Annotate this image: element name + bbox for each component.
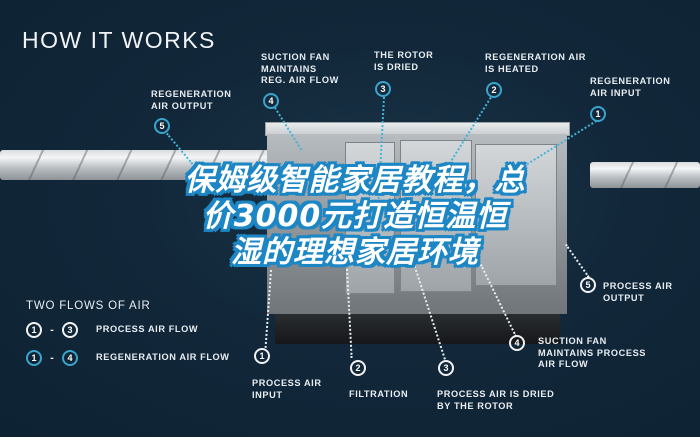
legend-dash: - — [50, 352, 54, 364]
callout-text: AIR INPUT — [590, 87, 642, 98]
callout-reg-5-label: REGENERATION AIR OUTPUT — [151, 89, 232, 112]
callout-text: FILTRATION — [349, 389, 409, 399]
callout-reg-1-badge: 1 — [590, 106, 606, 122]
callout-process-3-badge: 3 — [438, 360, 454, 376]
callout-reg-2-label: REGENERATION AIR IS HEATED — [485, 52, 586, 75]
legend-badge-to: 3 — [62, 322, 78, 338]
callout-text: REGENERATION — [151, 89, 232, 99]
overlay-line-2: 价3000元打造恒温恒 — [202, 199, 508, 234]
callout-text: IS HEATED — [485, 63, 539, 74]
overlay-line-3: 湿的理想家居环境 — [231, 235, 479, 270]
callout-reg-2-badge: 2 — [486, 82, 502, 98]
callout-process-5-label: PROCESS AIR OUTPUT — [603, 281, 673, 304]
legend-label-regeneration: REGENERATION AIR FLOW — [96, 352, 230, 363]
callout-process-2-label: FILTRATION — [349, 389, 408, 401]
right-air-duct — [590, 162, 700, 188]
overlay-headline: 保姆级智能家居教程，总 价3000元打造恒温恒 湿的理想家居环境 — [120, 163, 590, 271]
callout-process-1-badge: 1 — [254, 348, 270, 364]
callout-text: IS DRIED — [374, 61, 419, 72]
callout-reg-1-label: REGENERATION AIR INPUT — [590, 76, 671, 99]
dehumidifier-unit — [265, 122, 570, 362]
legend-badge-to: 4 — [62, 350, 78, 366]
legend-label-process: PROCESS AIR FLOW — [96, 324, 199, 335]
overlay-line-1: 保姆级智能家居教程，总 — [184, 163, 526, 198]
fan-section — [475, 144, 557, 286]
legend: TWO FLOWS OF AIR 1 - 3 PROCESS AIR FLOW … — [26, 300, 230, 366]
rotor-housing — [345, 142, 395, 294]
legend-title: TWO FLOWS OF AIR — [26, 300, 151, 312]
legend-badge-from: 1 — [26, 350, 42, 366]
callout-text: AIR FLOW — [538, 359, 589, 369]
left-air-duct — [0, 150, 285, 180]
legend-row-regeneration: 1 - 4 REGENERATION AIR FLOW — [26, 350, 230, 366]
callout-process-4-label: SUCTION FAN MAINTAINS PROCESS AIR FLOW — [538, 336, 646, 371]
callout-text: REGENERATION AIR — [485, 52, 586, 62]
callout-reg-4-badge: 4 — [263, 93, 279, 109]
callout-process-3-label: PROCESS AIR IS DRIED BY THE ROTOR — [437, 389, 554, 412]
callout-reg-4-label: SUCTION FAN MAINTAINS REG. AIR FLOW — [261, 52, 339, 87]
heater-section — [400, 140, 472, 292]
callout-reg-3-label: THE ROTOR IS DRIED — [374, 50, 433, 73]
callout-text: AIR OUTPUT — [151, 100, 214, 111]
callout-text: PROCESS AIR — [252, 378, 322, 388]
callout-text: REGENERATION — [590, 76, 671, 86]
page-title: HOW IT WORKS — [22, 27, 216, 53]
callout-text: OUTPUT — [603, 292, 645, 303]
legend-badge-from: 1 — [26, 322, 42, 338]
legend-dash: - — [50, 324, 54, 336]
callout-reg-3-badge: 3 — [375, 81, 391, 97]
callout-text: THE ROTOR — [374, 50, 434, 60]
legend-row-process: 1 - 3 PROCESS AIR FLOW — [26, 322, 230, 338]
callout-text: BY THE ROTOR — [437, 400, 514, 411]
callout-text: INPUT — [252, 389, 283, 400]
callout-text: PROCESS AIR IS DRIED — [437, 389, 555, 399]
callout-process-5-badge: 5 — [580, 277, 596, 293]
callout-text: MAINTAINS PROCESS — [538, 347, 647, 358]
callout-process-4-badge: 4 — [509, 335, 525, 351]
callout-text: SUCTION FAN — [538, 336, 607, 346]
callout-process-1-label: PROCESS AIR INPUT — [252, 378, 322, 401]
callout-text: REG. AIR FLOW — [261, 75, 339, 85]
callout-text: SUCTION FAN — [261, 52, 330, 62]
callout-reg-5-badge: 5 — [154, 118, 170, 134]
callout-text: MAINTAINS — [261, 63, 317, 74]
callout-process-2-badge: 2 — [350, 360, 366, 376]
callout-text: PROCESS AIR — [603, 281, 673, 291]
